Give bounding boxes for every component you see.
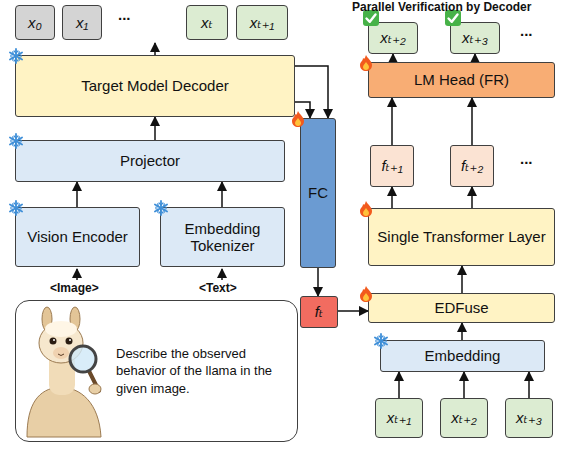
flow-arrow bbox=[392, 54, 394, 62]
trainable-icon bbox=[359, 54, 373, 72]
tokenizer-box: Embedding Tokenizer bbox=[160, 207, 285, 267]
flow-arrow bbox=[391, 187, 393, 208]
token-box: xₜ₊₂ bbox=[368, 22, 418, 54]
flow-arrow bbox=[76, 182, 78, 207]
node-text: Target Model Decoder bbox=[81, 77, 229, 94]
token-box: x₁ bbox=[62, 5, 102, 40]
node-text: LM Head (FR) bbox=[414, 71, 509, 88]
node-text: FC bbox=[308, 184, 328, 201]
node-text: fₜ₊₂ bbox=[461, 157, 483, 174]
node-text: Projector bbox=[120, 152, 180, 169]
trainable-icon bbox=[359, 200, 373, 218]
token-box: xₜ bbox=[186, 5, 228, 40]
node-text: xₜ₊₂ bbox=[380, 29, 406, 46]
flow-arrow bbox=[221, 182, 223, 207]
node-text: Describe the observed behavior of the ll… bbox=[116, 345, 291, 398]
node-text: xₜ₊₂ bbox=[451, 409, 477, 426]
node-text: Single Transformer Layer bbox=[377, 228, 545, 245]
token-box: xₜ₊₃ bbox=[505, 398, 553, 438]
image-input-arrow bbox=[76, 269, 78, 280]
node-text: xₜ₊₃ bbox=[516, 409, 542, 426]
node-text: xₜ₊₁ bbox=[387, 409, 412, 426]
input-label: <Text> bbox=[199, 281, 237, 295]
node-text: fₜ₊₁ bbox=[381, 157, 402, 174]
feature-box: fₜ₊₁ bbox=[370, 145, 414, 187]
flow-arrow bbox=[463, 372, 465, 398]
transformer-box: Single Transformer Layer bbox=[368, 208, 555, 266]
fc-box: FC bbox=[300, 118, 336, 268]
feature-box: fₜ₊₂ bbox=[450, 145, 494, 187]
embedding-box: Embedding bbox=[380, 340, 545, 372]
flow-arrow bbox=[471, 98, 473, 145]
decoder-box: Target Model Decoder bbox=[15, 55, 295, 117]
projector-box: Projector bbox=[15, 140, 285, 182]
flow-arrow bbox=[338, 310, 368, 312]
node-text: Embedding Tokenizer bbox=[165, 220, 280, 255]
node-text: xₜ₊₁ bbox=[250, 14, 275, 31]
input-label: <Image> bbox=[50, 281, 99, 295]
fuse-box: EDFuse bbox=[368, 293, 555, 323]
llama-illustration bbox=[19, 303, 111, 439]
flow-arrow bbox=[398, 372, 400, 398]
node-text: xₜ₊₃ bbox=[462, 29, 488, 46]
token-box: xₜ₊₁ bbox=[375, 398, 423, 438]
trainable-icon bbox=[291, 110, 305, 128]
frozen-icon bbox=[8, 133, 24, 149]
flow-arrow bbox=[461, 323, 463, 340]
token-box: xₜ₊₁ bbox=[236, 5, 288, 40]
token-box: xₜ₊₃ bbox=[450, 22, 500, 54]
encoder-box: Vision Encoder bbox=[15, 207, 140, 267]
lm-head-box: LM Head (FR) bbox=[368, 62, 555, 98]
frozen-icon bbox=[153, 200, 169, 216]
token-box: x₀ bbox=[15, 5, 55, 40]
figure-heading: Parallel Verification by Decoder bbox=[352, 0, 531, 14]
flow-arrow bbox=[154, 117, 156, 140]
frozen-icon bbox=[373, 333, 389, 349]
ellipsis: ... bbox=[520, 22, 533, 39]
ellipsis: ... bbox=[118, 6, 131, 23]
node-text: Embedding bbox=[425, 347, 501, 364]
flow-arrow bbox=[391, 98, 393, 145]
frozen-icon bbox=[8, 48, 24, 64]
output-arrow bbox=[154, 43, 156, 55]
prompt-box: Describe the observed behavior of the ll… bbox=[15, 300, 298, 442]
text-input-arrow bbox=[221, 269, 223, 280]
flow-arrow bbox=[317, 268, 319, 296]
flow-arrow bbox=[471, 187, 473, 208]
node-text: Vision Encoder bbox=[27, 228, 128, 245]
frozen-icon bbox=[8, 200, 24, 216]
node-text: x₀ bbox=[28, 14, 42, 31]
feature-box: fₜ bbox=[300, 296, 338, 328]
node-text: x₁ bbox=[76, 14, 88, 31]
flow-arrow bbox=[295, 66, 328, 118]
ellipsis: ... bbox=[520, 150, 533, 167]
flow-arrow bbox=[474, 54, 476, 62]
token-box: xₜ₊₂ bbox=[440, 398, 488, 438]
node-text: EDFuse bbox=[434, 299, 488, 316]
flow-arrow bbox=[528, 372, 530, 398]
node-text: xₜ bbox=[201, 14, 213, 31]
node-text: fₜ bbox=[315, 303, 324, 320]
flow-arrow bbox=[461, 266, 463, 293]
trainable-icon bbox=[359, 285, 373, 303]
